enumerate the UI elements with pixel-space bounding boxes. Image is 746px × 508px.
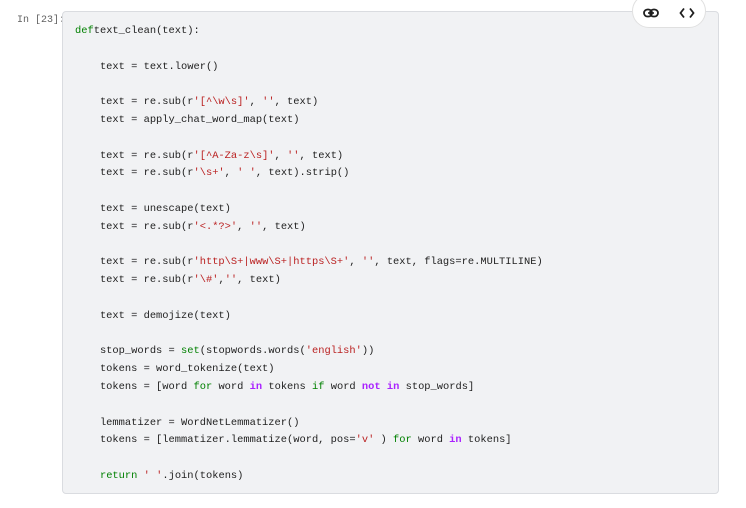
code-token: , — [249, 96, 263, 109]
string-token: 'http\S+|www\S+|https\S+' — [193, 256, 350, 269]
keyword-token: for — [393, 434, 412, 447]
keyword-token: set — [181, 345, 200, 358]
string-token: ' ' — [143, 469, 163, 482]
code-line: text = re.sub(r'\s+', ' ', text).strip() — [75, 165, 543, 183]
code-token: , — [349, 256, 362, 269]
code-line: return ' '.join(tokens) — [75, 468, 543, 486]
code-token: tokens = [lemmatizer.lemmatize(word, pos… — [75, 434, 356, 447]
code-line: tokens = [lemmatizer.lemmatize(word, pos… — [75, 432, 543, 450]
code-token: .join(tokens) — [162, 469, 244, 482]
code-token: , — [237, 220, 250, 233]
code-line: deftext_clean(text): — [75, 23, 543, 41]
code-token: text = unescape(text) — [75, 202, 231, 215]
code-line: text = apply_chat_word_map(text) — [75, 112, 543, 130]
string-token: '<.*?>' — [193, 220, 238, 233]
code-line: text = re.sub(r'[^\w\s]', '', text) — [75, 94, 543, 112]
code-token — [75, 470, 100, 482]
code-line: text = text.lower() — [75, 59, 543, 77]
code-line: tokens = [word for word in tokens if wor… — [75, 379, 543, 397]
code-token: , text, flags=re.MULTILINE) — [374, 256, 543, 269]
string-token: '[^A-Za-z\s]' — [193, 149, 275, 162]
code-line: text = re.sub(r'http\S+|www\S+|https\S+'… — [75, 254, 543, 272]
code-line: text = re.sub(r'[^A-Za-z\s]', '', text) — [75, 148, 543, 166]
code-line: stop_words = set(stopwords.words('englis… — [75, 343, 543, 361]
code-token: , text) — [237, 274, 281, 287]
code-token: word — [212, 380, 250, 393]
code-line — [75, 237, 543, 255]
operator-token: in — [249, 380, 263, 393]
code-token: , text) — [299, 149, 344, 162]
code-line: tokens = word_tokenize(text) — [75, 361, 543, 379]
code-token: text = re.sub(r — [75, 149, 194, 162]
code-line — [75, 183, 543, 201]
keyword-token: if — [312, 380, 325, 393]
string-token: ' ' — [237, 167, 256, 180]
code-token: )) — [361, 345, 375, 358]
code-token: text = re.sub(r — [75, 96, 194, 109]
code-line — [75, 290, 543, 308]
code-token: text = re.sub(r — [75, 167, 194, 180]
code-token: (stopwords.words( — [199, 345, 306, 358]
string-token: '' — [262, 96, 275, 109]
code-token: word — [411, 434, 450, 447]
string-token: 'v' — [355, 434, 375, 447]
code-token: text = re.sub(r — [75, 274, 194, 287]
code-token: tokens] — [461, 434, 512, 447]
code-cell[interactable]: deftext_clean(text): text = text.lower()… — [62, 11, 719, 494]
code-token: , text) — [262, 220, 306, 233]
string-token: '\#' — [193, 274, 219, 287]
code-line — [75, 76, 543, 94]
string-token: '' — [224, 274, 238, 287]
string-token: 'english' — [305, 345, 362, 358]
code-line: text = unescape(text) — [75, 201, 543, 219]
code-token: word — [324, 380, 362, 393]
code-line — [75, 397, 543, 415]
code-token: tokens = [word — [75, 380, 194, 393]
keyword-token: return — [99, 469, 138, 482]
string-token: '' — [287, 149, 300, 162]
code-line: text = re.sub(r'\#','', text) — [75, 272, 543, 290]
code-line — [75, 326, 543, 344]
code-line — [75, 450, 543, 468]
keyword-token: def — [75, 25, 94, 37]
code-token: text = demojize(text) — [75, 309, 231, 322]
code-token: stop_words] — [399, 380, 475, 393]
copy-link-button[interactable] — [639, 2, 663, 24]
code-token: , — [224, 167, 238, 180]
code-token: lemmatizer = WordNetLemmatizer() — [75, 416, 300, 429]
code-token: , text) — [274, 96, 319, 109]
code-token: , text).strip() — [255, 167, 350, 180]
string-token: '' — [361, 256, 375, 269]
operator-token: in — [386, 380, 400, 393]
operator-token: in — [449, 434, 462, 447]
code-token: text = text.lower() — [75, 60, 219, 73]
code-token: ) — [374, 434, 394, 447]
code-token: text_clean(text): — [93, 25, 200, 37]
link-icon — [643, 8, 659, 18]
keyword-token: for — [193, 380, 213, 393]
cell-toolbar — [632, 0, 706, 28]
code-token: tokens = word_tokenize(text) — [75, 363, 275, 376]
code-token: text = re.sub(r — [75, 220, 194, 233]
code-token: stop_words = — [75, 345, 182, 358]
code-line — [75, 130, 543, 148]
string-token: '\s+' — [193, 167, 225, 180]
code-token: text = apply_chat_word_map(text) — [75, 113, 300, 126]
string-token: '[^\w\s]' — [193, 96, 250, 109]
code-line: lemmatizer = WordNetLemmatizer() — [75, 415, 543, 433]
cell-prompt: In [23]: — [17, 15, 66, 26]
code-token: , — [218, 274, 225, 287]
code-icon — [679, 7, 695, 19]
code-line — [75, 41, 543, 59]
string-token: '' — [249, 220, 263, 233]
code-token: , — [274, 149, 288, 162]
code-editor[interactable]: deftext_clean(text): text = text.lower()… — [75, 23, 543, 486]
view-source-button[interactable] — [675, 2, 699, 24]
code-line: text = re.sub(r'<.*?>', '', text) — [75, 219, 543, 237]
code-line: text = demojize(text) — [75, 308, 543, 326]
code-token: tokens — [262, 380, 312, 393]
code-token: text = re.sub(r — [75, 256, 194, 269]
operator-token: not — [361, 380, 381, 393]
